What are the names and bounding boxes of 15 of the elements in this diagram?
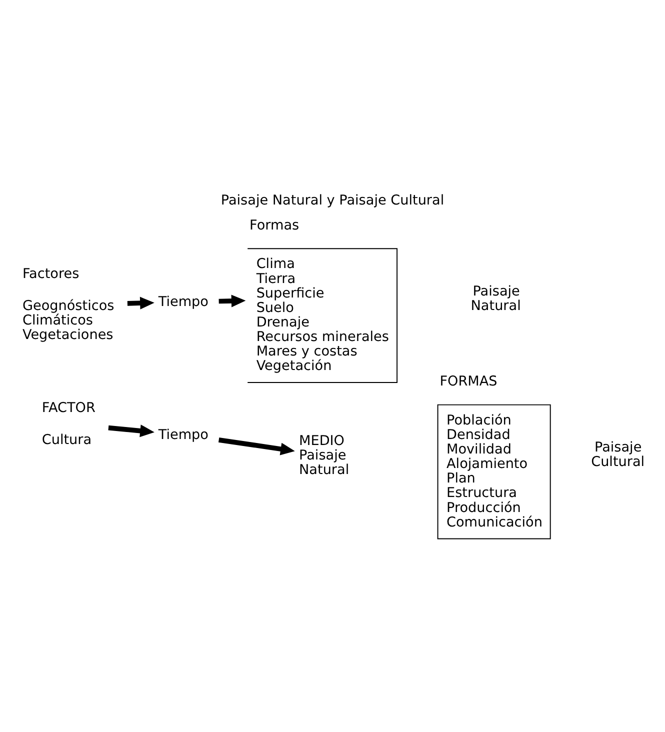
arrow	[218, 438, 295, 456]
arrow	[218, 294, 246, 308]
node-label: FORMAS	[440, 374, 498, 390]
label: Paisaje Natural	[470, 283, 521, 314]
arrow	[108, 424, 154, 438]
label: Paisaje Cultural	[591, 440, 645, 470]
diagram-title: Paisaje Natural y Paisaje Cultural	[220, 192, 444, 209]
node-box: Población Densidad Movilidad Alojamiento Plan Estructura Producción Comunicación	[437, 404, 551, 540]
arrow	[127, 296, 154, 310]
node-text: Tiempo	[158, 426, 208, 443]
node-text: Formas Clima Tierra Superficie Suelo Drenaje Recursos minerales Mares y costas Vegetación	[250, 217, 389, 374]
node-text: Tiempo	[158, 294, 208, 310]
node-text: FACTOR Cultura	[42, 400, 96, 448]
node-text: Factores Geognósticos Climáticos Vegetaciones	[22, 266, 114, 344]
node-text: MEDIO Paisaje Natural	[299, 432, 350, 478]
